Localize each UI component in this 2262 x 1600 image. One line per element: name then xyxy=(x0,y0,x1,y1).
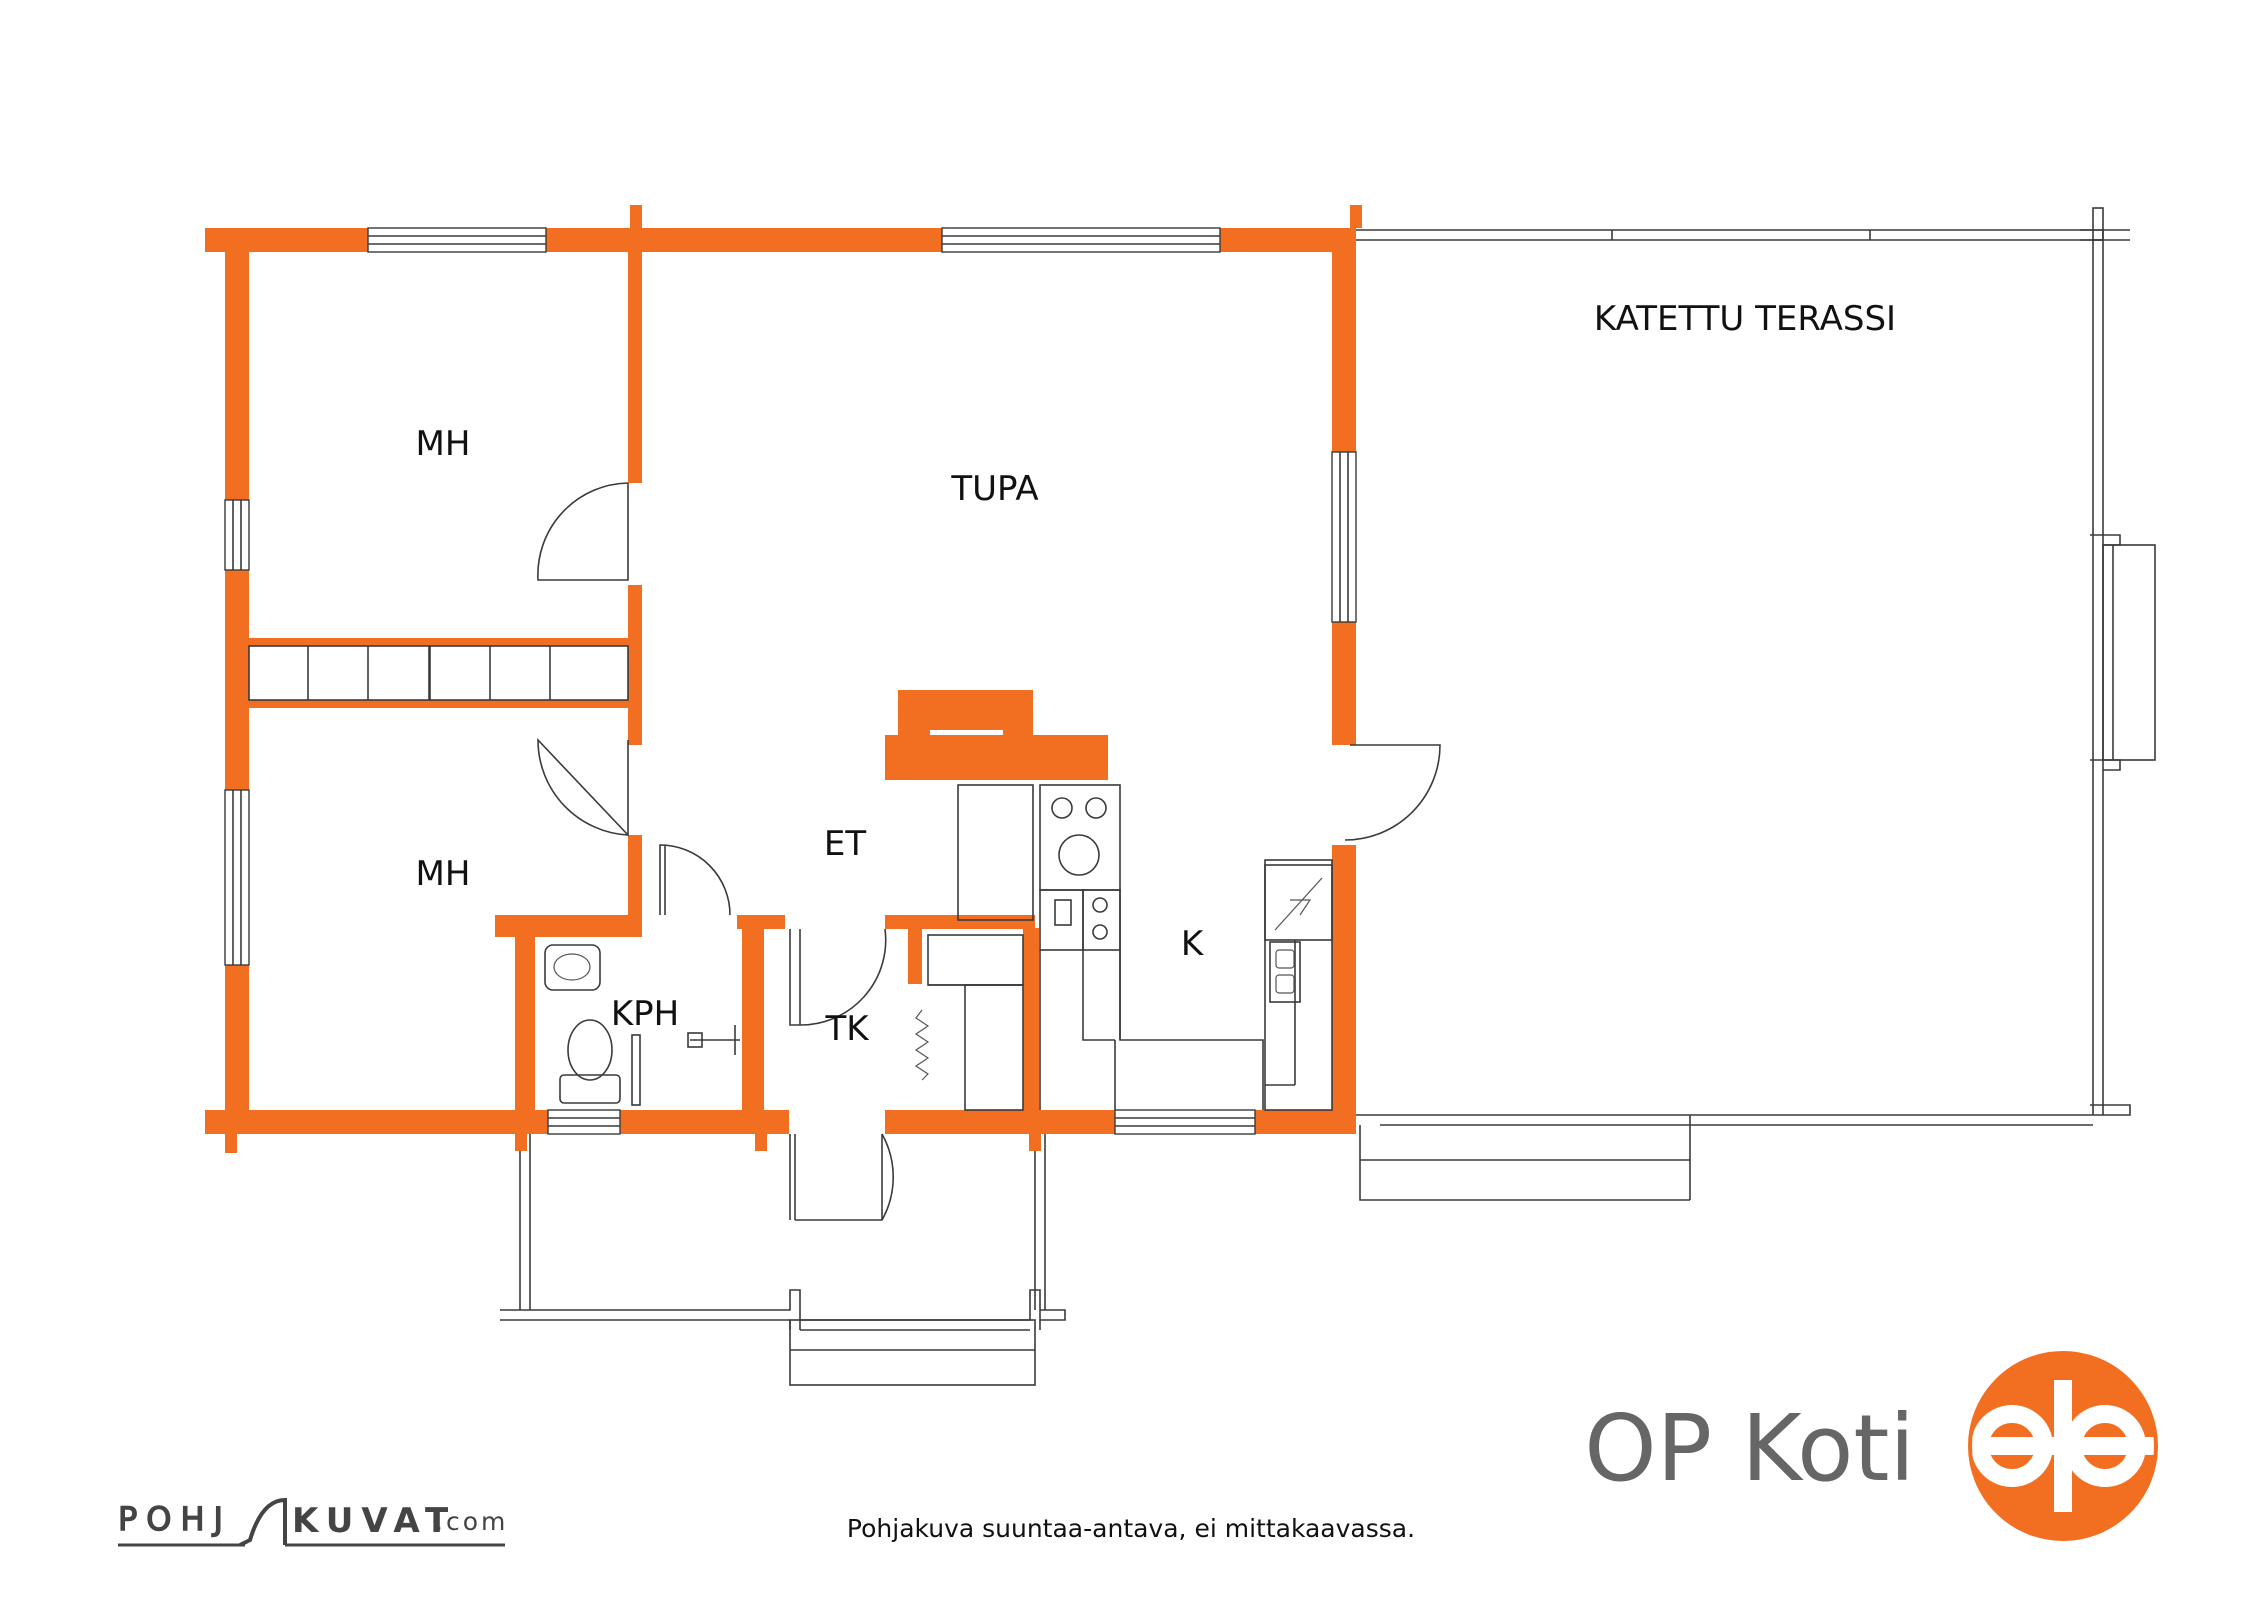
exterior-walls xyxy=(205,205,1362,1153)
room-label-et: ET xyxy=(824,824,866,864)
entry-porch xyxy=(500,1125,1066,1386)
room-label-kph: KPH xyxy=(611,994,679,1034)
op-koti-logo: OP Koti xyxy=(1584,1351,2162,1541)
wardrobes xyxy=(248,645,629,701)
bathroom-fixtures xyxy=(544,944,740,1106)
pohjakuvat-watermark: POHJ KUVAT .com xyxy=(117,1497,508,1547)
doors xyxy=(537,482,1441,1221)
watermark-suffix: .com xyxy=(435,1507,508,1536)
op-circle-icon xyxy=(1962,1351,2162,1541)
room-label-tk: TK xyxy=(824,1009,870,1049)
room-label-k: K xyxy=(1181,924,1205,964)
room-label-mh-lower: MH xyxy=(416,854,471,894)
terrace-outline xyxy=(1355,207,2156,1201)
kitchen-fixtures xyxy=(914,784,1333,1111)
watermark-right: KUVAT xyxy=(292,1501,456,1541)
room-labels: MH TUPA KATETTU TERASSI ET MH K KPH TK xyxy=(416,299,1897,1049)
watermark-left: POHJ xyxy=(118,1500,232,1538)
windows xyxy=(224,227,1357,1135)
room-label-katettu-terassi: KATETTU TERASSI xyxy=(1594,299,1896,339)
watermark-arch-icon xyxy=(239,1497,287,1547)
brand-name: OP Koti xyxy=(1584,1395,1915,1502)
interior-walls xyxy=(249,228,1108,1151)
disclaimer-caption: Pohjakuva suuntaa-antava, ei mittakaavas… xyxy=(847,1514,1415,1543)
room-label-mh-upper: MH xyxy=(416,424,471,464)
room-label-tupa: TUPA xyxy=(950,469,1038,509)
